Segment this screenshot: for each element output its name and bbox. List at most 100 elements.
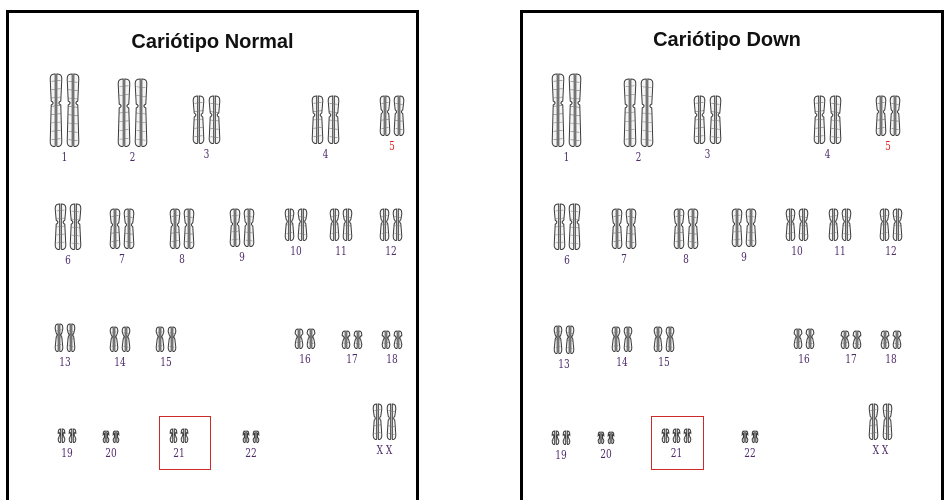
pair-label: 3: [196, 147, 218, 161]
chromosome-group: 8: [673, 208, 699, 266]
chromosome-pair: [109, 326, 131, 353]
chromosome-shape: [785, 208, 796, 242]
chromatid-left: [626, 209, 630, 249]
chromosome-shape: [297, 208, 308, 242]
chromosome-group: 12: [379, 208, 403, 258]
pair-label: 2: [627, 150, 650, 164]
chromosome-pair: [813, 95, 842, 145]
chromosome-pair: [879, 208, 903, 242]
chromosome-shape: [69, 203, 82, 251]
chromosome-pair: [868, 403, 893, 441]
chromosome-shape: [805, 328, 815, 350]
chromosome-shape: [379, 208, 390, 242]
chromatid-right: [567, 431, 570, 445]
chromatid-left: [103, 431, 105, 443]
chromatid-left: [883, 404, 887, 440]
chromatid-right: [612, 432, 614, 444]
chromosome-group: 9: [229, 208, 255, 264]
chromosome-shape: [653, 326, 663, 353]
chromosome-group: 7: [611, 208, 637, 266]
chromatid-left: [253, 431, 255, 443]
pair-label: 1: [555, 150, 578, 164]
chromatid-right: [385, 209, 389, 241]
chromatid-left: [113, 431, 115, 443]
chromosome-group: 2: [623, 78, 654, 164]
pair-label: 15: [158, 355, 175, 369]
pair-label: 10: [287, 244, 305, 258]
chromosome-shape: [112, 430, 120, 444]
chromosome-group: 4: [311, 95, 340, 161]
chromatid-left: [122, 327, 125, 352]
pair-label: 9: [734, 250, 754, 264]
chromatid-right: [115, 327, 118, 352]
chromatid-left: [881, 331, 884, 349]
chromatid-right: [257, 431, 259, 443]
pair-label: 1: [53, 150, 76, 164]
chromatid-right: [142, 79, 147, 147]
chromatid-right: [335, 209, 339, 241]
chromatid-left: [354, 331, 357, 349]
pair-label: 18: [883, 352, 900, 366]
chromosome-pair: [653, 326, 675, 353]
chromosome-pair: [840, 330, 862, 350]
pair-label: 9: [232, 250, 252, 264]
chromosome-shape: [568, 203, 581, 251]
chromatid-right: [811, 329, 814, 349]
chromatid-right: [398, 209, 402, 241]
chromatid-right: [680, 209, 684, 249]
chromatid-left: [393, 209, 397, 241]
chromatid-left: [710, 96, 715, 144]
chromosome-shape: [673, 208, 685, 250]
pair-label: 20: [104, 446, 118, 460]
chromatid-right: [303, 209, 307, 241]
chromatid-right: [602, 432, 604, 444]
chromosome-pair: [54, 323, 76, 353]
pair-label: 2: [121, 150, 144, 164]
chromosome-pair: [329, 208, 353, 242]
chromatid-left: [394, 96, 398, 136]
chromatid-right: [236, 209, 240, 247]
chromosome-shape: [381, 330, 391, 350]
chromosome-shape: [208, 95, 221, 145]
chromosome-group: 11: [828, 208, 852, 258]
chromosome-shape: [379, 95, 391, 137]
chromatid-left: [110, 327, 113, 352]
chromatid-right: [73, 429, 76, 443]
chromosome-shape: [353, 330, 363, 350]
chromosome-pair: [551, 73, 582, 148]
chromatid-left: [746, 209, 750, 247]
chromatid-left: [343, 209, 347, 241]
chromatid-left: [50, 74, 55, 147]
chromatid-right: [648, 79, 653, 147]
chromosome-shape: [49, 73, 63, 148]
chromatid-right: [820, 96, 825, 144]
chromatid-right: [387, 331, 390, 349]
chromosome-group: 13: [54, 323, 76, 369]
chromatid-right: [57, 74, 62, 147]
chromatid-left: [184, 209, 188, 249]
chromosome-pair: [169, 208, 195, 250]
chromosome-group: 14: [611, 326, 633, 369]
chromosome-shape: [252, 430, 260, 444]
pair-label: 4: [817, 147, 839, 161]
pair-label: 7: [614, 252, 634, 266]
chromatid-left: [598, 432, 600, 444]
chromosome-shape: [243, 208, 255, 248]
chromosome-group: 1: [551, 73, 582, 164]
pair-label: X X: [375, 443, 394, 457]
chromatid-right: [738, 209, 742, 247]
chromatid-right: [117, 431, 119, 443]
chromosome-shape: [551, 73, 565, 148]
chromatid-left: [307, 329, 310, 349]
chromatid-left: [624, 327, 627, 352]
chromosome-group: 5: [379, 95, 405, 153]
chromosome-pair: [229, 208, 255, 248]
chromosome-shape: [54, 323, 64, 353]
chromosome-group: 15: [653, 326, 675, 369]
chromatid-left: [168, 327, 171, 352]
pair-label: 14: [614, 355, 631, 369]
pair-label: 13: [556, 357, 573, 371]
pair-label: 6: [58, 253, 79, 267]
chromatid-left: [641, 79, 646, 147]
pair-label: 19: [60, 446, 75, 460]
